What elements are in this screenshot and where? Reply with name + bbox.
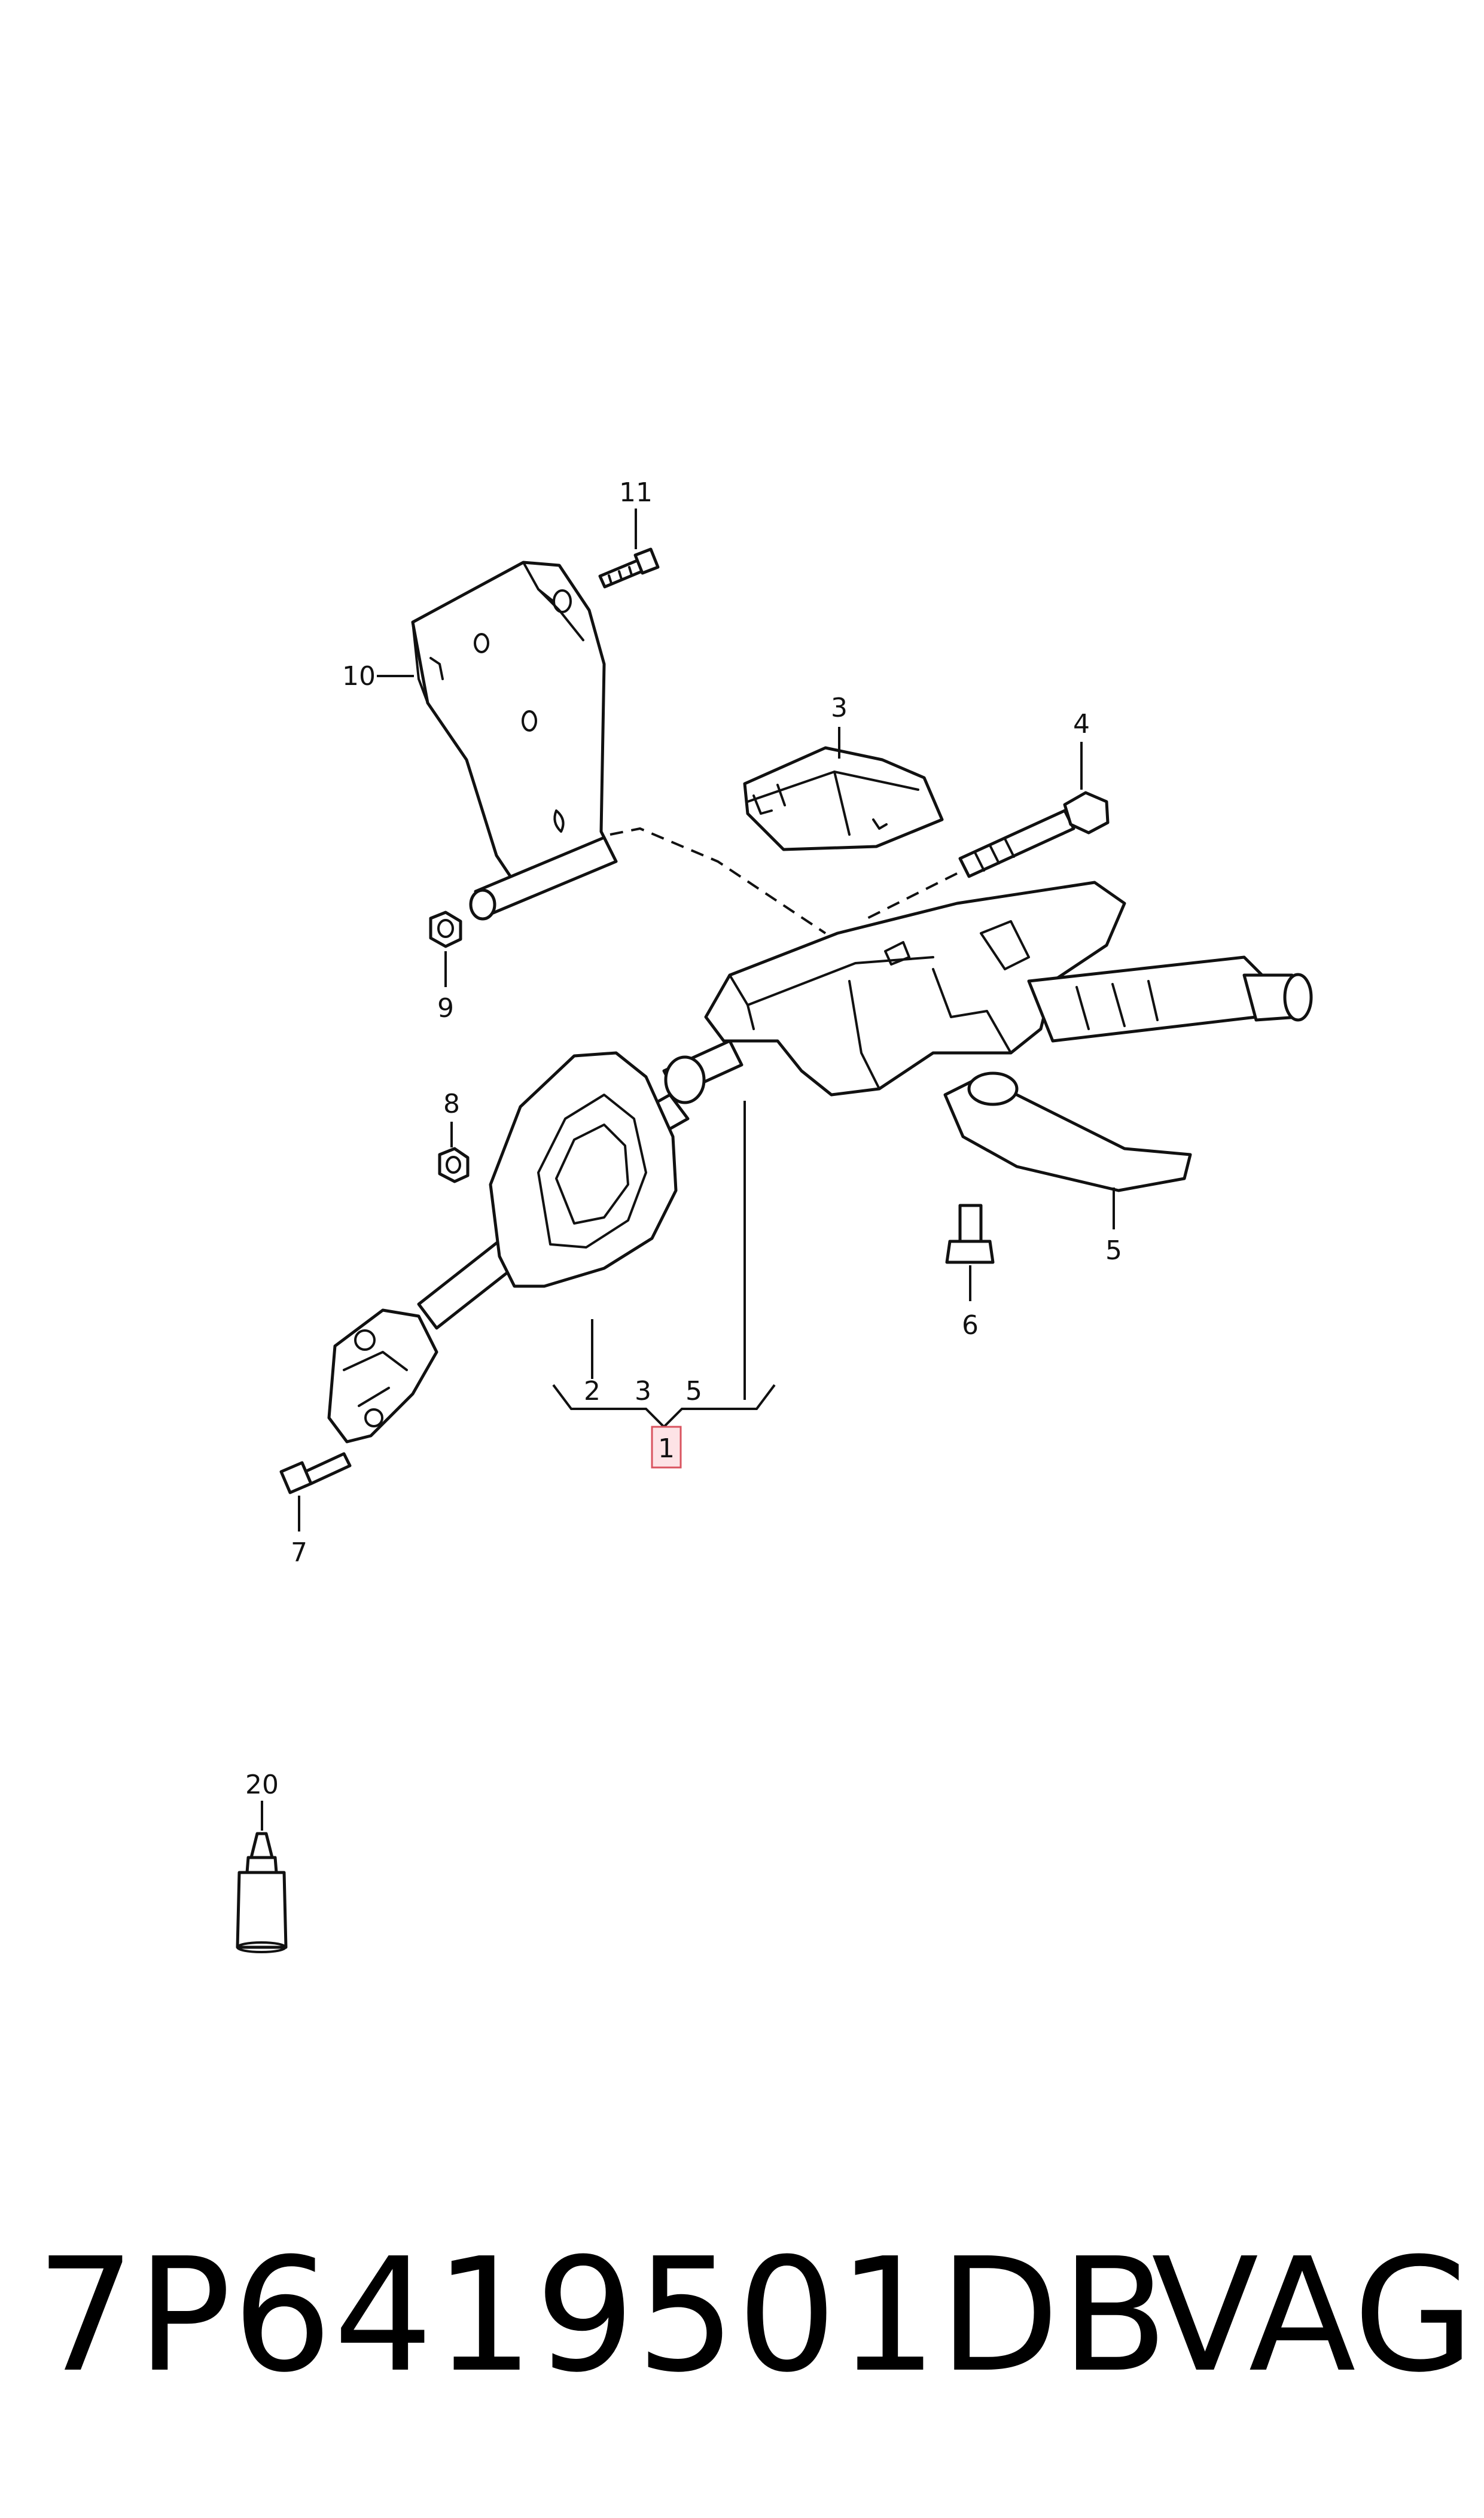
callout-11: 11 [619,477,653,508]
callout-6: 6 [962,1310,979,1341]
callout-9: 9 [437,993,454,1024]
bolt-part-11 [598,547,660,589]
nut-part-8 [438,1147,470,1183]
screw-part-6 [945,1204,995,1264]
callout-4: 4 [1073,709,1090,739]
callout-5: 5 [685,1376,702,1406]
callout-1: 1 [658,1433,675,1464]
callout-3-top: 3 [831,693,848,723]
callout-20: 20 [245,1770,279,1800]
assembly-line-bracket [610,827,827,934]
callout-1-highlight [651,1426,682,1469]
brand-label: VAG [1151,2224,1475,2407]
control-module-part-3 [743,746,944,851]
nut-part-9 [429,911,462,948]
callout-5-right: 5 [1105,1235,1122,1266]
lever-part-5 [943,1071,1192,1192]
callout-2: 2 [584,1376,601,1406]
bracket-part-10 [411,561,618,921]
part-number: 7P6419501DB [36,2224,1170,2407]
bolt-part-7 [279,1452,352,1494]
sealant-bottle-part-20 [236,1832,288,1953]
callout-8: 8 [443,1089,460,1119]
boot-part-2 [489,1051,678,1288]
assembly-line-bolt [861,872,958,922]
callout-10: 10 [342,661,376,692]
long-bolt-part-4 [958,791,1110,878]
callout-3: 3 [635,1376,651,1406]
callout-7: 7 [291,1537,307,1568]
